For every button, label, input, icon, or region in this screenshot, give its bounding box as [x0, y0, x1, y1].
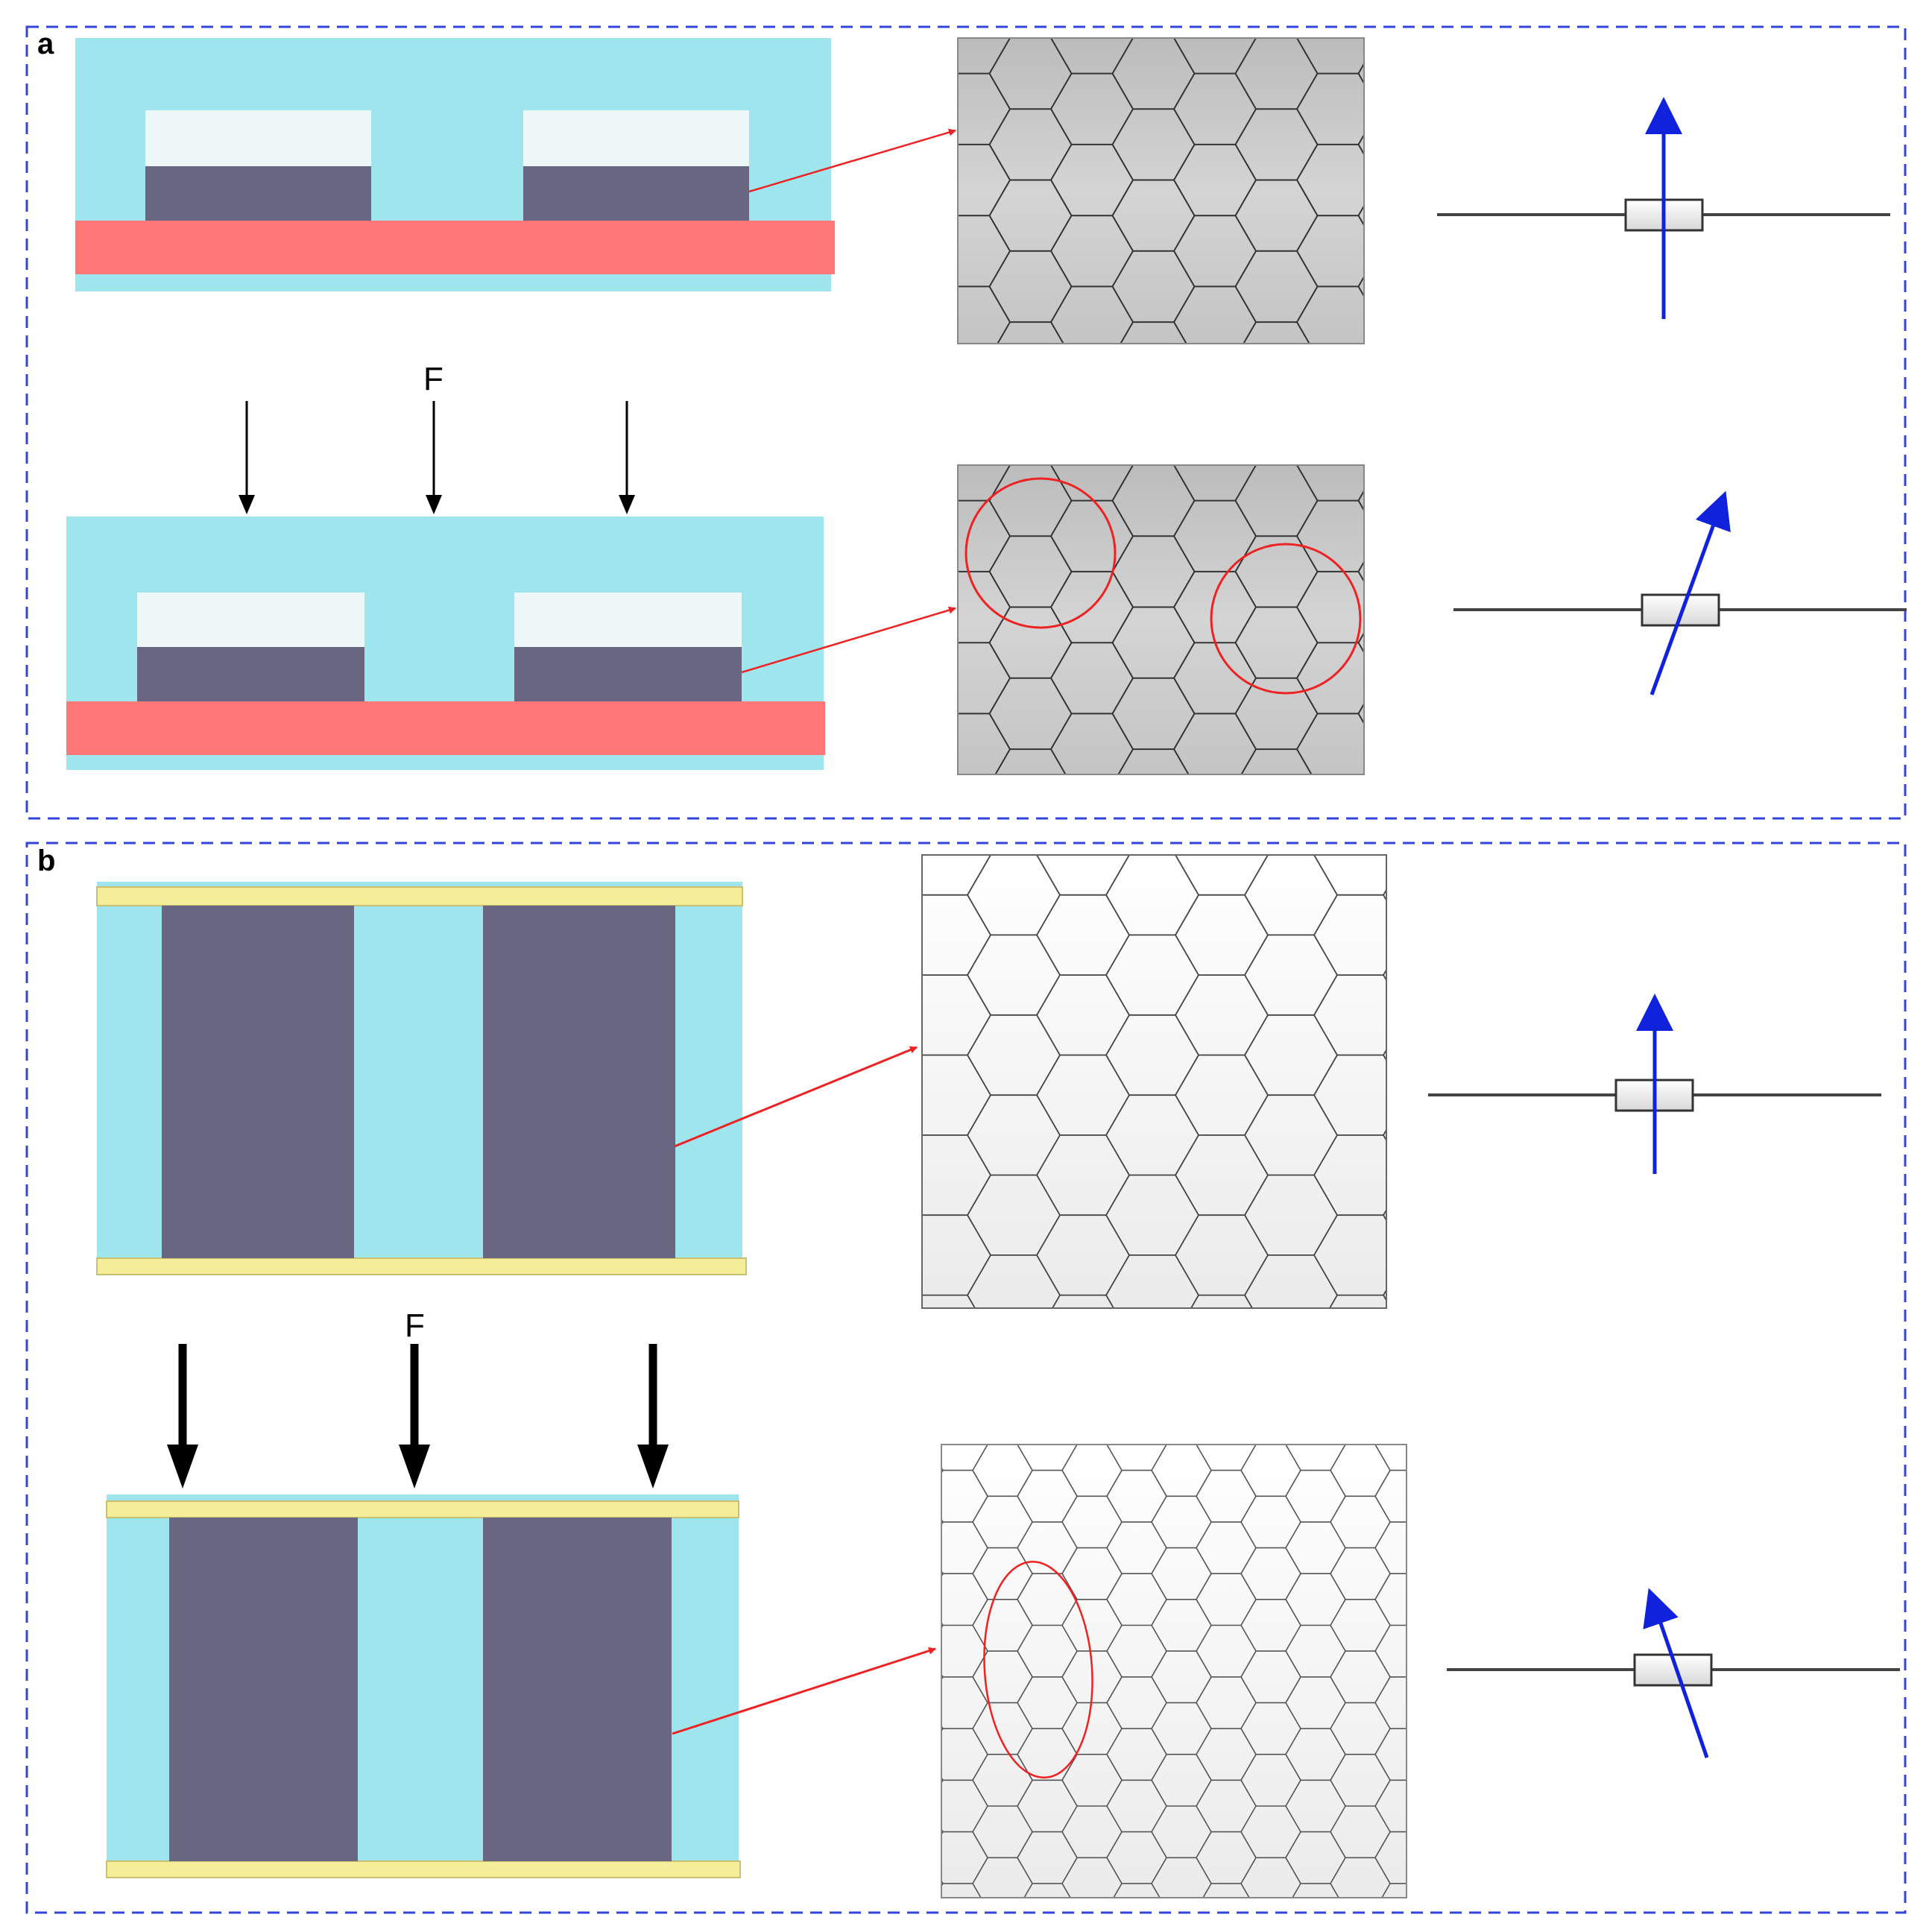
hexagon-cells	[958, 465, 1364, 774]
active-column	[169, 1518, 358, 1861]
active-column	[483, 906, 675, 1258]
dipole-a-top	[1437, 97, 1890, 319]
bottom-electrode	[96, 1257, 747, 1275]
panel-b-frame	[25, 842, 1907, 1914]
hexagon-grain-boundaries	[958, 38, 1364, 344]
grain-lattice-b-bottom	[941, 1444, 1407, 1898]
grain-lattice-b-top	[921, 854, 1387, 1309]
force-arrow-head	[426, 495, 442, 514]
active-layer-light	[137, 593, 364, 647]
callout-arrow	[748, 128, 956, 193]
panel-a-frame	[25, 25, 1907, 820]
lattice-background	[922, 855, 1386, 1308]
active-layer-dark	[137, 647, 364, 701]
active-layer-dark	[523, 166, 749, 221]
active-layer-light	[514, 593, 742, 647]
force-arrow-head	[619, 495, 635, 514]
callout-arrow	[674, 1046, 918, 1148]
defect-ellipse	[983, 1561, 1093, 1778]
lattice-border	[921, 854, 1387, 1309]
force-label-a: F	[423, 361, 443, 397]
top-electrode	[96, 886, 743, 906]
force-arrow-head	[167, 1445, 198, 1489]
dipole-b-bottom	[1447, 1588, 1900, 1758]
force-arrows-b	[167, 1344, 669, 1489]
dipole-a-bottom	[1453, 490, 1907, 695]
lattice-background	[941, 1445, 1407, 1898]
defect-circle	[1210, 543, 1362, 695]
polarization-arrow	[1643, 1588, 1709, 1758]
panel-a-label: a	[37, 28, 54, 60]
force-arrow-head	[399, 1445, 430, 1489]
lattice-background	[958, 38, 1364, 344]
bottom-electrode	[75, 221, 835, 274]
active-column	[483, 1518, 672, 1861]
active-layer-light	[145, 110, 371, 166]
active-column	[162, 906, 354, 1258]
hexagon-cells	[941, 1445, 1407, 1898]
device-b-top	[96, 882, 747, 1275]
top-electrode	[106, 1500, 739, 1518]
force-arrow-head	[637, 1445, 669, 1489]
active-layer-light	[523, 110, 749, 166]
callout-arrow	[672, 1647, 936, 1735]
force-arrow-head	[239, 495, 255, 514]
callout-arrow	[741, 606, 956, 674]
device-a-bottom	[66, 517, 825, 770]
device-b-bottom	[106, 1494, 741, 1878]
bottom-electrode	[106, 1860, 741, 1878]
active-layer-dark	[514, 647, 742, 701]
bottom-electrode	[66, 701, 825, 755]
defect-circle	[965, 477, 1117, 629]
lattice-border	[957, 464, 1365, 775]
grain-lattice-a-top	[957, 37, 1365, 344]
hexagon-grain-boundaries	[922, 855, 1386, 1308]
hexagon-cells	[922, 855, 1386, 1308]
hexagon-grain-boundaries	[958, 465, 1364, 774]
hexagon-grain-boundaries	[941, 1445, 1407, 1898]
device-a-top	[75, 38, 835, 291]
lattice-background	[958, 465, 1364, 774]
polarization-arrow	[1650, 490, 1731, 695]
hexagon-cells	[958, 38, 1364, 344]
dipole-b-top	[1428, 994, 1881, 1174]
force-arrows-a	[239, 401, 635, 514]
active-layer-dark	[145, 166, 371, 221]
lattice-border	[941, 1444, 1407, 1898]
force-label-b: F	[405, 1307, 425, 1344]
lattice-border	[957, 37, 1365, 344]
grain-lattice-a-bottom	[957, 464, 1365, 775]
panel-b-label: b	[37, 845, 55, 877]
